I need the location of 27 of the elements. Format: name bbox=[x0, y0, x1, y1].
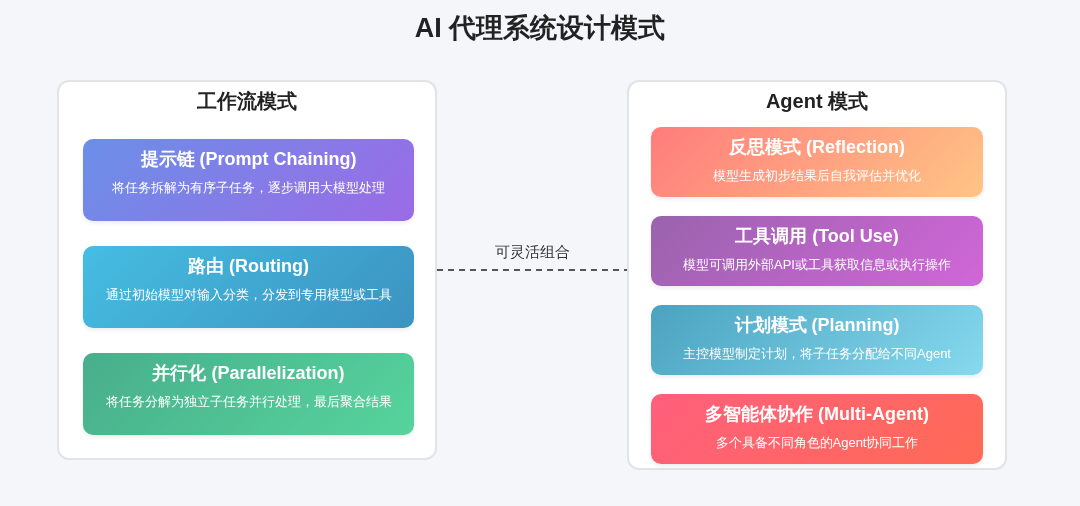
pattern-card bbox=[83, 353, 414, 435]
card-heading: 多智能体协作 (Multi-Agent) bbox=[704, 403, 930, 426]
card-description: 通过初始模型对输入分类，分发到专用模型或工具 bbox=[104, 286, 393, 304]
card-description: 模型生成初步结果后自我评估并优化 bbox=[712, 167, 922, 185]
card-heading: 反思模式 (Reflection) bbox=[728, 136, 906, 159]
pattern-card bbox=[651, 127, 983, 197]
dashed-connector bbox=[436, 269, 628, 271]
pattern-card bbox=[83, 246, 414, 328]
card-heading: 并行化 (Parallelization) bbox=[151, 362, 346, 385]
card-description: 主控模型制定计划，将子任务分配给不同Agent bbox=[682, 345, 952, 363]
card-heading: 工具调用 (Tool Use) bbox=[734, 225, 900, 248]
card-description: 模型可调用外部API或工具获取信息或执行操作 bbox=[682, 256, 952, 274]
card-heading: 提示链 (Prompt Chaining) bbox=[139, 148, 358, 171]
card-description: 多个具备不同角色的Agent协同工作 bbox=[714, 434, 920, 452]
card-heading: 计划模式 (Planning) bbox=[733, 314, 901, 337]
card-description: 将任务分解为独立子任务并行处理，最后聚合结果 bbox=[104, 393, 393, 411]
pattern-card bbox=[651, 216, 983, 286]
panel bbox=[57, 80, 437, 460]
panel bbox=[627, 80, 1007, 470]
panel-heading: 工作流模式 bbox=[196, 89, 298, 114]
card-description: 将任务拆解为有序子任务，逐步调用大模型处理 bbox=[111, 179, 386, 197]
card-heading: 路由 (Routing) bbox=[187, 255, 310, 278]
pattern-card bbox=[83, 139, 414, 221]
pattern-card bbox=[651, 305, 983, 375]
panel-heading: Agent 模式 bbox=[764, 89, 870, 114]
title: AI 代理系统设计模式 bbox=[413, 12, 667, 45]
pattern-card bbox=[651, 394, 983, 464]
